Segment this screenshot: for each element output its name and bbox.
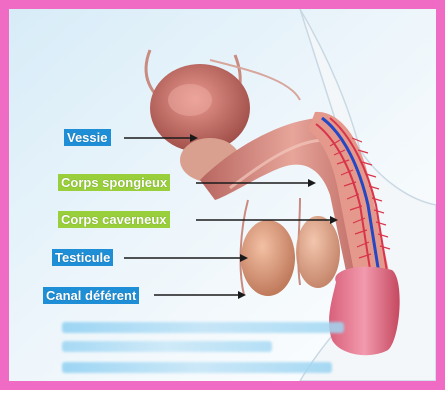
pink-border-frame — [0, 0, 445, 390]
